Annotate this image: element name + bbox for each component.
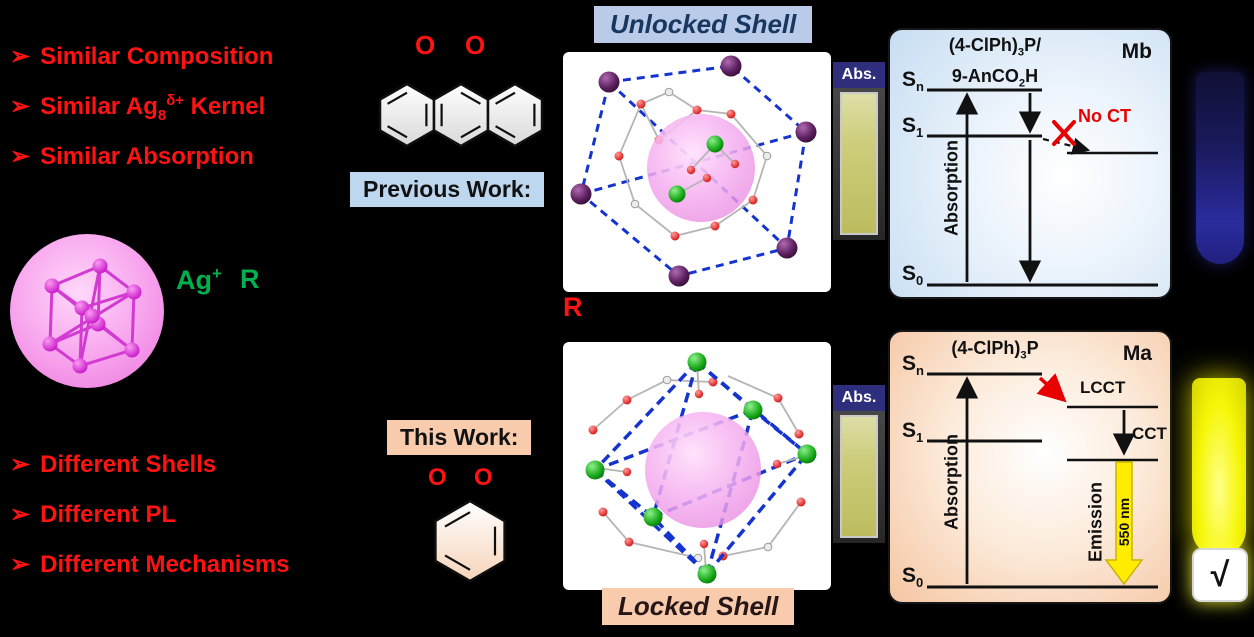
check-mark-box: √ [1192,548,1248,602]
bullet-text: Similar Absorption [40,143,254,170]
oxygen-label: O [474,464,493,491]
energy-level-lines [927,88,1158,287]
anthracene-molecule-svg [378,82,544,148]
bullet-different-shells: ➢ Different Shells [10,450,216,479]
bullet-arrow-icon: ➢ [10,43,31,70]
test-tube-yellow-emission [1192,378,1246,556]
cuvette-photo [833,88,885,240]
abs-label: Abs. [833,385,885,411]
absorption-label: Absorption [941,140,962,236]
blocked-ct-arrow [1042,137,1091,155]
jablonski-diagram-ma: (4-ClPh)3P Ma Sn S1 S0 Absorption LCCT C… [888,330,1172,604]
bullet-arrow-icon: ➢ [10,143,31,170]
no-ct-label: No CT [1078,106,1131,126]
bullet-similar-kernel: ➢ Similar Ag8δ+ Kernel [10,92,265,124]
inner-oxygen-atoms [686,159,740,183]
abs-label: Abs. [833,62,885,88]
unlocked-shell-title: Unlocked Shell [594,6,813,43]
oxygen-label: O [428,464,447,491]
locked-cluster-panel [563,342,831,590]
bullet-arrow-icon: ➢ [10,551,31,578]
anthracene-double-bonds [387,91,536,139]
benzene-double-bonds [444,511,497,571]
lcct-label: LCCT [1080,378,1126,397]
no-ct-cross-icon [1052,120,1076,146]
cuvette-photo [833,411,885,543]
absorption-cuvette-top: Abs. [833,62,885,240]
bullet-similar-composition: ➢ Similar Composition [10,42,273,71]
bullet-similar-absorption: ➢ Similar Absorption [10,142,254,171]
wavelength-label: 550 nm [1116,497,1132,547]
purple-shell-atoms [570,55,817,287]
sn-level-label: Sn [902,68,924,95]
ligand-carbon-atoms [630,87,772,209]
unlocked-cluster-panel [563,52,831,292]
locked-shell-title: Locked Shell [602,588,795,625]
benzene-molecule-svg [434,499,506,583]
emission-arrow [1104,461,1144,586]
locked-cluster-svg [585,352,817,584]
emission-label: Emission [1085,481,1106,563]
s0-level-label: S0 [902,564,924,591]
photosensitizer-formula: (4-ClPh)3P [951,338,1039,362]
previous-work-label: Previous Work: [350,172,545,207]
bullet-text: Similar Ag8δ+ Kernel [40,93,266,124]
cluster-tag-mb: Mb [1121,40,1152,63]
bullet-arrow-icon: ➢ [10,93,31,120]
kernel-silver-atoms [42,258,142,374]
energy-level-lines [927,372,1158,589]
oxygen-label: O [415,30,436,60]
benzene-block: O O [420,462,520,592]
core-sphere [647,114,755,222]
jablonski-ma-svg [927,372,1158,589]
bullet-different-pl: ➢ Different PL [10,500,176,529]
green-shell-atoms [585,352,817,584]
bullet-text: Different Mechanisms [40,551,290,578]
absorption-label: Absorption [941,434,962,530]
s0-level-label: S0 [902,262,924,289]
cct-label: CCT [1132,424,1167,443]
photosensitizer-formula: (4-ClPh)3P/ 9-AnCO2H [948,35,1042,90]
bullet-text: Similar Composition [40,43,274,70]
bullet-arrow-icon: ➢ [10,501,31,528]
this-work-label: This Work: [387,420,532,455]
inner-sticks [596,363,806,573]
r-substituent-label: R [563,292,583,322]
kernel-cluster-svg [10,234,164,388]
sn-level-label: Sn [902,352,924,379]
bullet-text: Different PL [40,501,177,528]
inner-oxygen-atoms [622,389,782,549]
lcct-arrow [1036,373,1067,403]
ligand-carbon-atoms [662,375,773,563]
green-atoms [668,135,724,203]
jablonski-diagram-mb: (4-ClPh)3P/ 9-AnCO2H Mb Sn S1 S0 Absorpt… [888,28,1172,299]
ligand-oxygen-atoms [614,99,758,241]
bullet-arrow-icon: ➢ [10,451,31,478]
absorption-cuvette-bottom: Abs. [833,385,885,543]
silver-ion-label: Ag+ [176,264,222,295]
core-sphere [645,412,761,528]
bullet-different-mechanisms: ➢ Different Mechanisms [10,550,290,579]
test-tube-no-emission [1196,72,1244,264]
s1-level-label: S1 [902,419,924,446]
oxygen-label: O [465,30,486,60]
cluster-tag-ma: Ma [1122,342,1152,365]
jablonski-mb-svg [927,88,1158,287]
anthracene-block: O O [373,26,548,171]
r-group-label: R [240,264,260,294]
unlocked-cluster-svg [570,55,817,287]
cuvette-liquid [840,92,878,235]
bullet-text: Different Shells [40,451,217,478]
s1-level-label: S1 [902,114,924,141]
check-mark: √ [1210,555,1230,594]
cuvette-liquid [840,415,878,538]
